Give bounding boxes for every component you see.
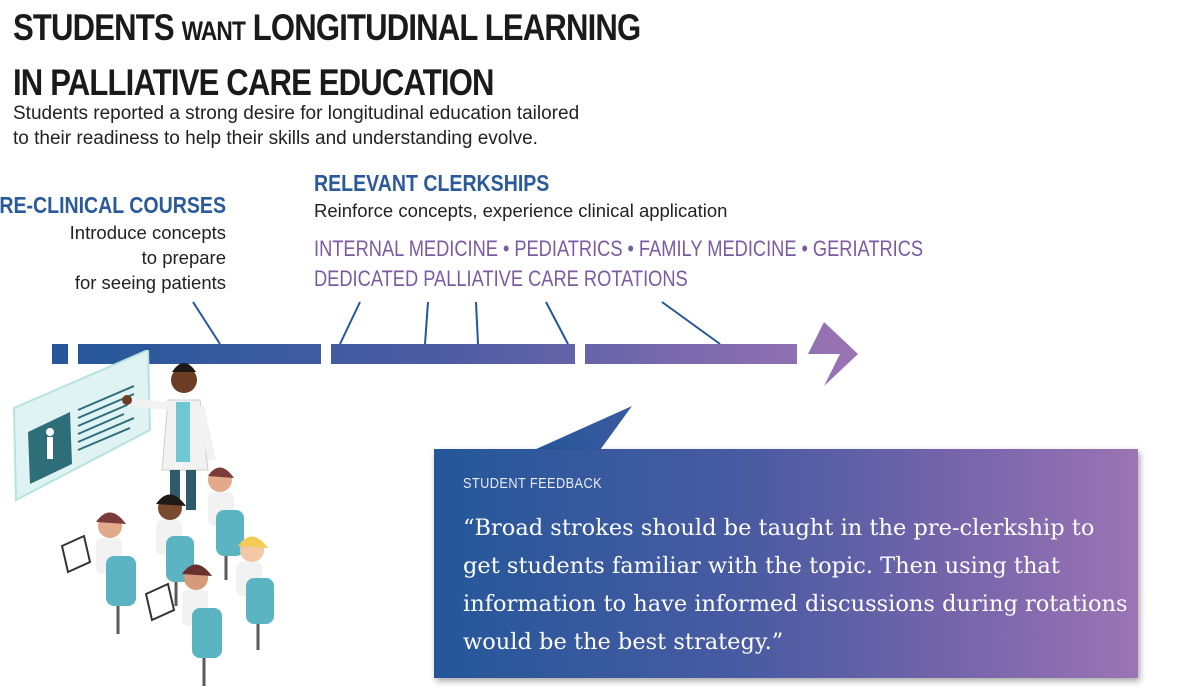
preclinical-line: to prepare [141,247,226,268]
teacher-figure [122,363,216,510]
page-title: STUDENTS WANT LONGITUDINAL LEARNING IN P… [13,2,641,109]
connector-line [424,301,429,345]
student-feedback-callout: STUDENT FEEDBACK “Broad strokes should b… [434,449,1138,678]
rotation-geriatrics: GERIATRICS [812,236,924,261]
presentation-screen [12,350,152,502]
laptop-icon [60,534,92,574]
timeline-segment [52,344,68,364]
preclinical-line: Introduce concepts [69,222,226,243]
clerkships-heading: RELEVANT CLERKSHIPS [314,170,550,196]
laptop-icon [144,582,176,622]
connector-line [192,301,221,345]
title-students: STUDENTS [13,7,175,48]
connector-line [661,301,721,345]
preclinical-heading: PRE-CLINICAL COURSES [0,192,226,218]
student-seated [60,512,136,634]
bullet-separator: • [502,236,510,261]
student-group [60,467,274,686]
subtitle: Students reported a strong desire for lo… [13,101,579,151]
feedback-quote: “Broad strokes should be taught in the p… [463,515,1128,655]
rotation-pediatrics: PEDIATRICS [514,236,623,261]
rotations-row: INTERNAL MEDICINE•PEDIATRICS•FAMILY MEDI… [314,234,923,264]
feedback-label: STUDENT FEEDBACK [463,475,603,492]
timeline-segment [585,344,797,364]
subtitle-line2: to their readiness to help their skills … [13,128,538,149]
connector-line [339,301,361,345]
arrow-head [808,322,858,386]
title-longitudinal: LONGITUDINAL LEARNING [252,7,641,48]
rotation-dedicated-palliative: DEDICATED PALLIATIVE CARE ROTATIONS [314,266,688,291]
bullet-separator: • [627,236,634,261]
connector-line [545,301,569,345]
title-want: WANT [181,16,246,46]
connector-line [475,301,479,345]
preclinical-line: for seeing patients [74,272,226,293]
student-seated [208,467,244,580]
body-figure-icon [46,428,54,436]
connector-lines [192,301,721,345]
classroom-illustration [12,350,274,686]
clerkships-description: Reinforce concepts, experience clinical … [314,200,728,221]
student-seated [156,494,194,606]
rotation-family-medicine: FAMILY MEDICINE [638,236,797,261]
timeline-segment [331,344,575,364]
student-seated [144,564,222,686]
subtitle-line1: Students reported a strong desire for lo… [13,103,580,124]
rotation-internal-medicine: INTERNAL MEDICINE [314,236,498,261]
preclinical-description: Introduce concepts to prepare for seeing… [70,220,226,295]
rotations-list: INTERNAL MEDICINE•PEDIATRICS•FAMILY MEDI… [314,234,923,294]
student-seated [236,536,274,650]
title-line2: IN PALLIATIVE CARE EDUCATION [13,62,495,103]
bullet-separator: • [801,236,808,261]
